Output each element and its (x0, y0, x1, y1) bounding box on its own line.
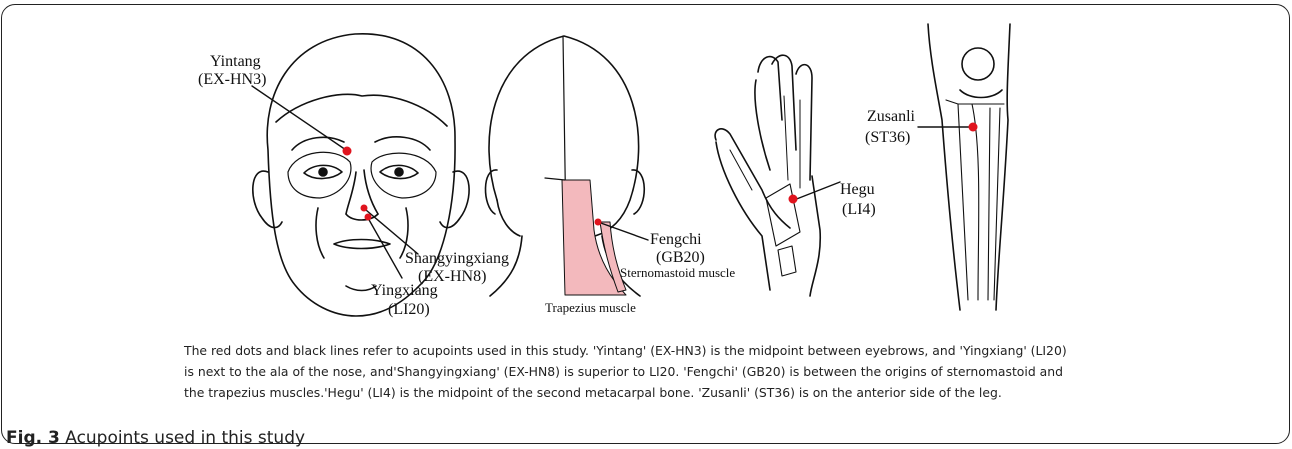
figure-caption: The red dots and black lines refer to ac… (184, 340, 1224, 403)
hegu-label: Hegu (840, 181, 875, 198)
yingxiang-dot (365, 214, 372, 221)
zusanli-code: (ST36) (865, 129, 910, 146)
hegu-dot (789, 195, 798, 204)
shangyingxiang-dot (361, 205, 368, 212)
fengchi-label: Fengchi (650, 231, 702, 248)
fengchi-dot (595, 219, 602, 226)
trapezius-label: Trapezius muscle (545, 300, 636, 315)
figure-number: Fig. 3 (6, 428, 60, 448)
yintang-code: (EX-HN3) (198, 71, 266, 88)
sternomastoid-label: Sternomastoid muscle (620, 265, 735, 280)
hand-drawing (715, 55, 820, 296)
yintang-dot (343, 147, 352, 156)
figure-title: Fig. 3 Acupoints used in this study (6, 428, 305, 448)
hegu-code: (LI4) (842, 201, 876, 218)
yingxiang-label: Yingxiang (371, 282, 438, 299)
zusanli-dot (969, 123, 978, 132)
acupoint-drawing: Yintang (EX-HN3) Shangyingxiang (EX-HN8)… (0, 0, 1292, 330)
fengchi-code: (GB20) (656, 249, 705, 266)
caption-line: The red dots and black lines refer to ac… (184, 340, 1224, 361)
leg-drawing (928, 24, 1010, 310)
caption-line: the trapezius muscles.'Hegu' (LI4) is th… (184, 382, 1224, 403)
caption-line: is next to the ala of the nose, and'Shan… (184, 361, 1224, 382)
zusanli-label: Zusanli (867, 108, 916, 125)
acupoint-illustration: Yintang (EX-HN3) Shangyingxiang (EX-HN8)… (0, 0, 1292, 330)
figure-title-text: Acupoints used in this study (65, 428, 305, 448)
yintang-label: Yintang (210, 53, 261, 70)
yingxiang-code: (LI20) (388, 301, 430, 318)
shangyingxiang-label: Shangyingxiang (405, 250, 509, 267)
